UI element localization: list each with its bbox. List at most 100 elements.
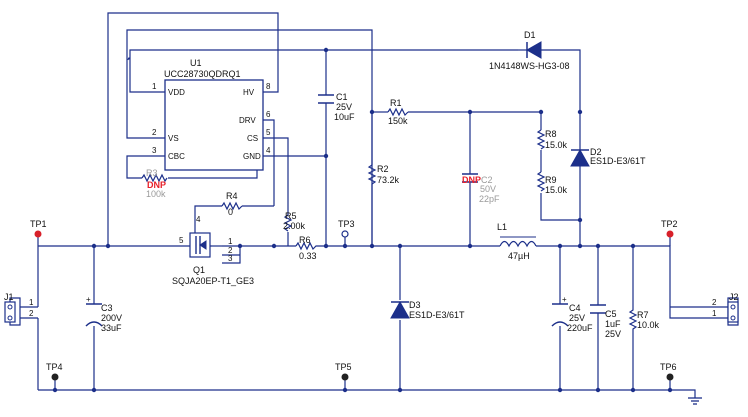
r9-resistor[interactable]: R9 15.0k [536, 171, 568, 195]
l1-inductor[interactable]: L1 47µH [497, 222, 537, 261]
r2-ref: R2 [377, 164, 389, 174]
r7-value: 10.0k [637, 320, 660, 330]
d1-diode[interactable]: D1 1N4148WS-HG3-08 [489, 30, 570, 71]
tp1[interactable]: TP1 [30, 219, 47, 238]
u1-pin3-num: 3 [152, 146, 157, 155]
d3-diode[interactable]: D3 ES1D-E3/61T [390, 300, 465, 320]
r3-value: 100k [146, 189, 166, 199]
c4-plus: + [562, 295, 567, 304]
r2-value: 73.2k [377, 175, 400, 185]
r1-ref: R1 [390, 98, 402, 108]
j1-ref: J1 [4, 292, 14, 302]
l1-ref: L1 [497, 222, 507, 232]
tp4[interactable]: TP4 [46, 362, 63, 381]
r7-resistor[interactable]: R7 10.0k [628, 300, 660, 335]
r7-ref: R7 [637, 310, 649, 320]
u1-pin1-num: 1 [152, 82, 157, 91]
j2-connector[interactable]: J2 2 1 [712, 292, 739, 326]
tp1-label: TP1 [30, 219, 47, 229]
c2-dnp: DNP [462, 175, 481, 185]
j2-pin2: 2 [712, 298, 717, 307]
r6-value: 0.33 [299, 251, 317, 261]
c1-value: 10uF [334, 112, 355, 122]
q1-source-pin: 5 [179, 236, 184, 245]
c3-capacitor[interactable]: + C3 200V 33uF [85, 295, 122, 333]
u1-ref: U1 [190, 58, 202, 68]
u1-pin2-num: 2 [152, 128, 157, 137]
q1-pin1: 1 [228, 237, 233, 246]
u1-pin5-num: 5 [266, 128, 271, 137]
u1-pin8-num: 8 [266, 82, 271, 91]
r3-resistor[interactable]: R3 DNP 100k [141, 168, 168, 199]
u1-pin-gnd: GND [243, 152, 261, 161]
d2-diode[interactable]: D2 ES1D-E3/61T [570, 147, 646, 167]
d1-ref: D1 [524, 30, 536, 40]
tp3-label: TP3 [338, 219, 355, 229]
tp3[interactable]: TP3 [338, 219, 355, 238]
j1-pin2: 2 [29, 309, 34, 318]
wires [28, 12, 715, 398]
d3-part: ES1D-E3/61T [409, 310, 465, 320]
r8-value: 15.0k [545, 140, 568, 150]
u1-pin-vdd: VDD [168, 88, 185, 97]
q1-gate-pin: 4 [196, 215, 201, 224]
c3-voltage: 200V [101, 313, 122, 323]
c3-plus: + [86, 295, 91, 304]
q1-mosfet[interactable]: 4 5 1 2 3 Q1 SQJA20EP-T1_GE3 [172, 214, 254, 286]
u1-ic[interactable]: U1 UCC28730QDRQ1 VDD 1 HV 8 DRV 6 VS 2 C… [144, 58, 271, 171]
c1-capacitor[interactable]: C1 25V 10uF [318, 92, 355, 122]
r6-ref: R6 [299, 235, 311, 245]
c2-ref: C2 [481, 175, 493, 185]
c5-value: 1uF [605, 319, 621, 329]
r9-ref: R9 [545, 175, 557, 185]
tp4-label: TP4 [46, 362, 63, 372]
r5-ref: R5 [285, 211, 297, 221]
c4-capacitor[interactable]: + C4 25V 220uF [551, 295, 593, 333]
tp5-label: TP5 [335, 362, 352, 372]
tp5[interactable]: TP5 [335, 362, 352, 381]
u1-part: UCC28730QDRQ1 [164, 69, 241, 79]
u1-pin4-num: 4 [266, 146, 271, 155]
j2-pin1: 1 [712, 309, 717, 318]
u1-pin6-num: 6 [266, 110, 271, 119]
d2-ref: D2 [590, 147, 602, 157]
d1-part: 1N4148WS-HG3-08 [489, 61, 570, 71]
c4-value: 220uF [567, 323, 593, 333]
q1-part: SQJA20EP-T1_GE3 [172, 276, 254, 286]
c2-capacitor[interactable]: DNP C2 50V 22pF [462, 173, 500, 205]
tp2-label: TP2 [661, 219, 678, 229]
r4-value: 0 [228, 207, 233, 217]
c5-capacitor[interactable]: C5 1uF 25V [590, 304, 621, 339]
r3-ref: R3 [146, 168, 158, 178]
tp2[interactable]: TP2 [661, 219, 678, 238]
u1-pin-drv: DRV [239, 116, 256, 125]
c5-ref: C5 [605, 309, 617, 319]
j1-connector[interactable]: J1 1 2 [4, 292, 34, 326]
r4-resistor[interactable]: R4 0 [221, 191, 243, 217]
c4-ref: C4 [569, 303, 581, 313]
r6-resistor[interactable]: R6 0.33 [295, 235, 318, 261]
r5-resistor[interactable]: R5 2.00k [283, 211, 306, 232]
c2-voltage: 50V [480, 184, 496, 194]
u1-pin-hv: HV [243, 88, 255, 97]
c3-ref: C3 [101, 303, 113, 313]
c3-value: 33uF [101, 323, 122, 333]
q1-pin3: 3 [228, 254, 233, 263]
r9-value: 15.0k [545, 185, 568, 195]
c4-voltage: 25V [569, 313, 585, 323]
r8-resistor[interactable]: R8 15.0k [536, 129, 568, 150]
r5-value: 2.00k [283, 221, 306, 231]
r3-dnp: DNP [147, 180, 166, 190]
u1-pin-cs: CS [247, 134, 258, 143]
q1-ref: Q1 [193, 265, 205, 275]
tp6[interactable]: TP6 [660, 362, 677, 381]
j2-ref: J2 [729, 292, 739, 302]
r8-ref: R8 [545, 129, 557, 139]
ground-symbol [688, 397, 702, 405]
r1-value: 150k [388, 116, 408, 126]
u1-pin-cbc: CBC [168, 152, 185, 161]
r2-resistor[interactable]: R2 73.2k [367, 112, 400, 246]
c5-voltage: 25V [605, 329, 621, 339]
r1-resistor[interactable]: R1 150k [387, 98, 409, 126]
